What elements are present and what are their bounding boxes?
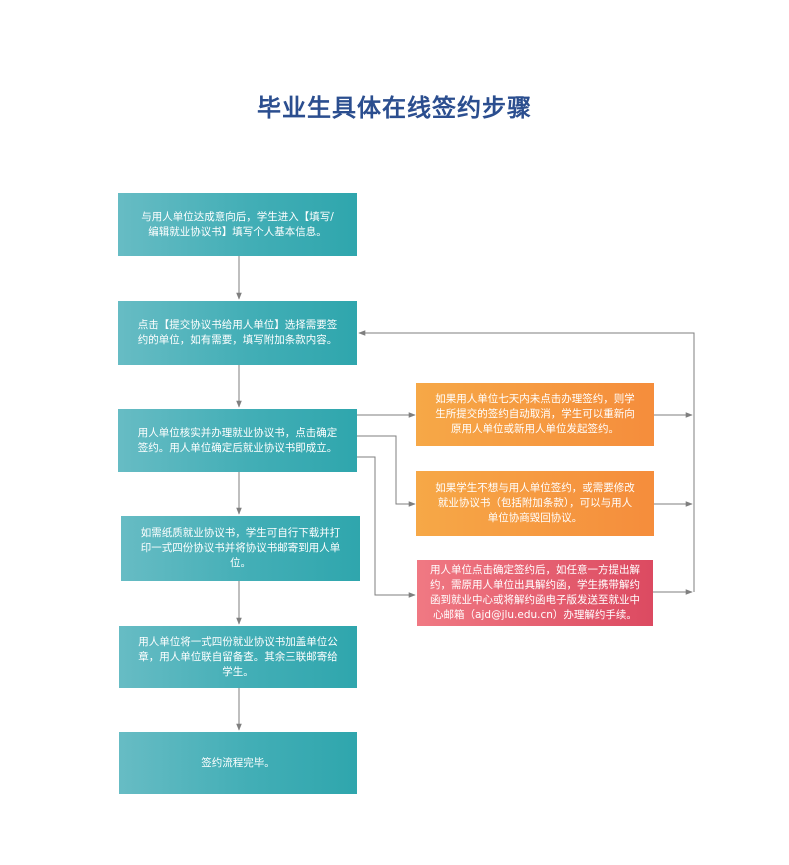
arrow-step3-branch2 bbox=[357, 435, 416, 507]
branch-revoke-agreement: 如果学生不想与用人单位签约，或需要修改就业协议书（包括附加条款），可以与用人单位… bbox=[416, 471, 654, 536]
page-title: 毕业生具体在线签约步骤 bbox=[257, 93, 532, 122]
step-3-employer-confirm: 用人单位核实并办理就业协议书，点击确定签约。用人单位确定后就业协议书即成立。 bbox=[118, 409, 357, 472]
step-4-print-paper: 如需纸质就业协议书，学生可自行下载并打印一式四份协议书并将协议书邮寄到用人单位。 bbox=[121, 516, 360, 581]
step-2-submit-agreement: 点击【提交协议书给用人单位】选择需要签约的单位，如有需要，填写附加条款内容。 bbox=[118, 301, 357, 365]
branch-termination: 用人单位点击确定签约后，如任意一方提出解约，需原用人单位出具解约函，学生携带解约… bbox=[417, 560, 653, 626]
step-6-complete: 签约流程完毕。 bbox=[119, 732, 357, 794]
step-1-fill-info: 与用人单位达成意向后，学生进入【填写/编辑就业协议书】填写个人基本信息。 bbox=[118, 193, 357, 256]
branch-auto-cancel: 如果用人单位七天内未点击办理签约，则学生所提交的签约自动取消，学生可以重新向原用… bbox=[416, 383, 654, 446]
step-5-stamp-return: 用人单位将一式四份就业协议书加盖单位公章，用人单位联自留备查。其余三联邮寄给学生… bbox=[119, 626, 357, 688]
arrow-bus-step2 bbox=[358, 330, 695, 592]
arrow-step3-branch3 bbox=[357, 456, 416, 598]
